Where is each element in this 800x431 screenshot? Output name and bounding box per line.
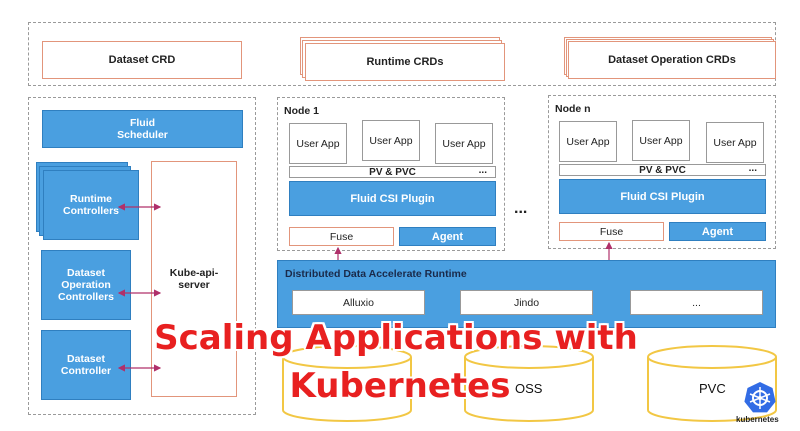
node-1-user-app-2-label: User App: [369, 134, 413, 147]
node-1-user-app-2: User App: [362, 120, 420, 161]
node-1-csi-plugin-label: Fluid CSI Plugin: [350, 192, 435, 205]
node-1: [277, 97, 505, 251]
fluid-scheduler: Fluid Scheduler: [42, 110, 243, 148]
runtime-alluxio: Alluxio: [292, 290, 425, 315]
dataset-operation-crds: Dataset Operation CRDs: [568, 41, 776, 79]
node-1-pv-pvc-label: PV & PVC: [369, 166, 416, 178]
kube-api-server: Kube-api-server: [151, 161, 237, 397]
node-n-user-app-2: User App: [632, 120, 690, 161]
distributed-runtime-title: Distributed Data Accelerate Runtime: [285, 268, 467, 280]
storage-oss-label: OSS: [515, 381, 543, 396]
node-n-agent-label: Agent: [701, 225, 734, 238]
runtime-more-label: ...: [692, 296, 701, 309]
kubernetes-logo-text: kubernetes: [736, 415, 779, 424]
node-n-pv-pvc-ellipsis: ...: [748, 163, 757, 174]
storage-cylinder-1: [282, 345, 412, 422]
node-1-pv-pvc-ellipsis: ...: [478, 165, 487, 176]
node-1-title: Node 1: [284, 105, 320, 117]
node-n-agent: Agent: [669, 222, 766, 241]
dataset-crd: Dataset CRD: [42, 41, 242, 79]
node-n-user-app-3: User App: [706, 122, 764, 163]
node-1-agent: Agent: [399, 227, 496, 246]
node-n-csi-plugin: Fluid CSI Plugin: [559, 179, 766, 214]
between-nodes-ellipsis: ...: [514, 200, 528, 217]
runtime-jindo-label: Jindo: [513, 296, 540, 309]
node-n-user-app-3-label: User App: [713, 136, 757, 149]
node-1-csi-plugin: Fluid CSI Plugin: [289, 181, 496, 216]
node-n-user-app-1: User App: [559, 121, 617, 162]
node-n-fuse: Fuse: [559, 222, 664, 241]
node-1-fuse: Fuse: [289, 227, 394, 246]
runtime-jindo: Jindo: [460, 290, 593, 315]
node-1-user-app-1-label: User App: [296, 137, 340, 150]
storage-cylinder-oss: [464, 345, 594, 422]
node-1-fuse-label: Fuse: [329, 230, 354, 243]
node-n-title: Node n: [555, 103, 591, 115]
node-n-pv-pvc-label: PV & PVC: [639, 164, 686, 176]
runtime-more: ...: [630, 290, 763, 315]
node-n-user-app-2-label: User App: [639, 134, 683, 147]
fluid-scheduler-label: Fluid Scheduler: [117, 117, 168, 141]
dataset-operation-crds-label: Dataset Operation CRDs: [608, 54, 736, 66]
storage-cylinder-pvc: [647, 345, 777, 422]
node-n-csi-plugin-label: Fluid CSI Plugin: [620, 190, 705, 203]
node-n-pv-pvc: PV & PVC ...: [559, 163, 766, 176]
node-n-fuse-label: Fuse: [599, 225, 624, 238]
node-1-user-app-3: User App: [435, 123, 493, 164]
runtime-alluxio-label: Alluxio: [343, 296, 374, 309]
node-n-user-app-1-label: User App: [566, 135, 610, 148]
node-1-user-app-1: User App: [289, 123, 347, 164]
dataset-operation-controllers-label: Dataset Operation Controllers: [57, 267, 114, 303]
kubernetes-logo-icon: [744, 382, 776, 413]
storage-pvc-label: PVC: [699, 381, 726, 396]
dataset-controller: Dataset Controller: [41, 330, 131, 400]
runtime-crds-label: Runtime CRDs: [366, 56, 444, 68]
dataset-operation-controllers: Dataset Operation Controllers: [41, 250, 131, 320]
overlay-title-line-1: Scaling Applications with: [154, 318, 638, 358]
kube-api-server-label: Kube-api-server: [169, 267, 219, 291]
control-plane-container: [28, 97, 256, 415]
dataset-crd-label: Dataset CRD: [108, 54, 176, 66]
dataset-controller-label: Dataset Controller: [60, 353, 112, 377]
runtime-crds: Runtime CRDs: [305, 43, 505, 81]
node-n: [548, 95, 776, 249]
overlay-title-line-2: Kubernetes: [289, 366, 511, 406]
runtime-controllers-label: Runtime Controllers: [62, 193, 119, 217]
node-1-pv-pvc: PV & PVC ...: [289, 165, 496, 178]
node-1-user-app-3-label: User App: [442, 137, 486, 150]
node-1-agent-label: Agent: [431, 230, 464, 243]
